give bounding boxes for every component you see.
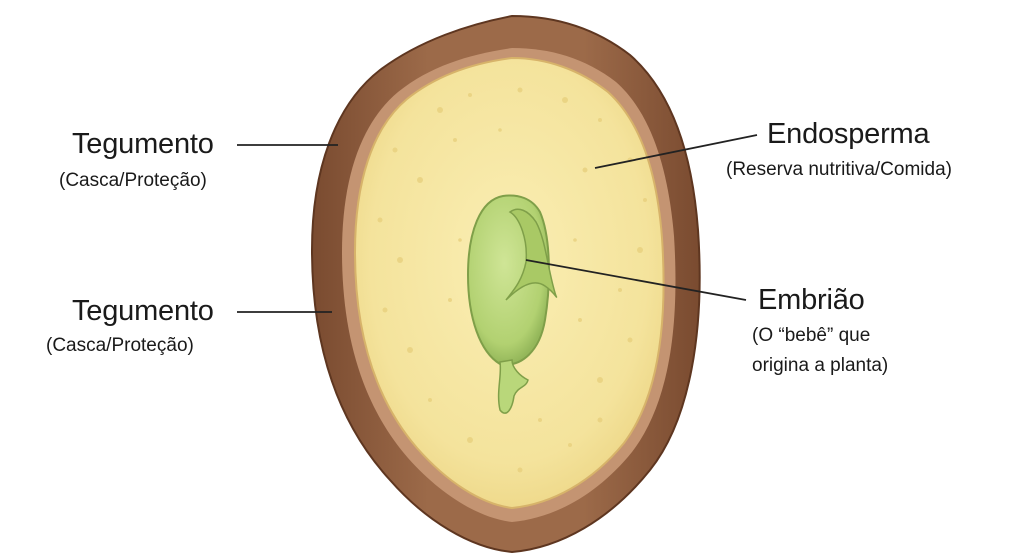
endosperm-speckles bbox=[377, 87, 647, 473]
pointer-lines bbox=[237, 134, 758, 313]
label-embriao-subtitle-line2: origina a planta) bbox=[752, 355, 889, 376]
label-tegumento-bottom-subtitle: (Casca/Proteção) bbox=[46, 335, 194, 356]
pointer-embriao bbox=[525, 259, 747, 301]
label-tegumento-top-title: Tegumento bbox=[72, 128, 214, 160]
embryo-shape bbox=[466, 194, 558, 414]
label-tegumento-top-subtitle: (Casca/Proteção) bbox=[59, 170, 207, 191]
label-embriao-subtitle-line1: (O “bebê” que bbox=[752, 325, 871, 346]
label-embriao-title: Embrião bbox=[758, 284, 865, 316]
pointer-endosperma bbox=[594, 134, 758, 169]
label-tegumento-bottom-title: Tegumento bbox=[72, 295, 214, 327]
label-endosperma-title: Endosperma bbox=[767, 118, 930, 150]
label-endosperma-subtitle: (Reserva nutritiva/Comida) bbox=[726, 159, 952, 180]
